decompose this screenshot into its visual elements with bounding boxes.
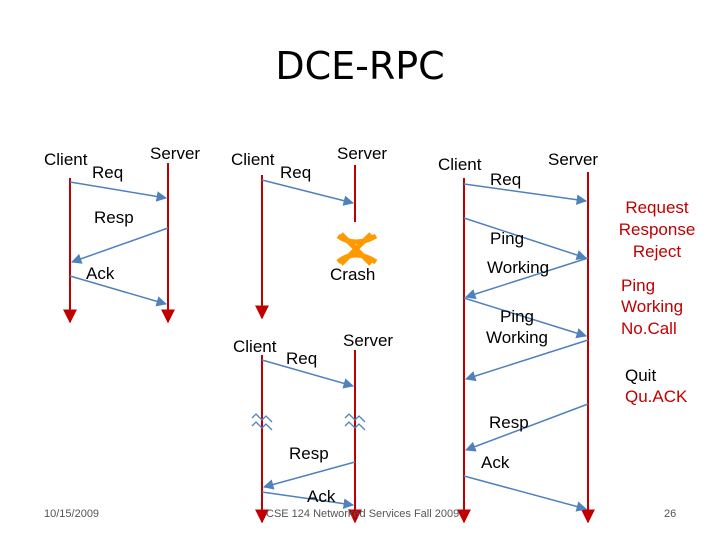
p3-client-label: Client xyxy=(438,155,482,174)
p2b-ack-arrow xyxy=(261,491,355,509)
p3-req-arrow xyxy=(463,183,588,205)
p2b-client-label: Client xyxy=(233,337,277,356)
p2-req-label: Req xyxy=(280,163,312,182)
p1-resp-arrow xyxy=(71,227,169,264)
p3-working1-label: Working xyxy=(487,258,550,277)
p3-ping1-arrow xyxy=(463,217,587,261)
footer-course: CSE 124 Networked Services Fall 2009 xyxy=(266,508,460,520)
time-break-icon xyxy=(251,413,366,431)
p1-req-label: Req xyxy=(92,163,124,182)
p3-ping1-label: Ping xyxy=(490,229,525,248)
footer-date: 10/15/2009 xyxy=(44,508,100,520)
p3-ping2-label: Ping xyxy=(499,307,535,326)
p2b-req-label: Req xyxy=(286,349,318,368)
p3-working1-arrow xyxy=(464,257,589,300)
p1-server-label: Server xyxy=(150,144,201,163)
p3-resp-arrow xyxy=(465,403,589,452)
p3-ack-label: Ack xyxy=(481,453,510,472)
p3-server-label: Server xyxy=(548,150,599,169)
p2b-resp-arrow xyxy=(262,461,356,490)
p1-req-arrow xyxy=(69,181,168,202)
p2-server-label: Server xyxy=(337,144,388,163)
p3-ping2-arrow xyxy=(463,297,588,339)
p3-ack-arrow xyxy=(463,475,588,512)
p1-ack-arrow xyxy=(69,275,168,307)
p1-ack-label: Ack xyxy=(86,264,115,283)
p2-client-label: Client xyxy=(231,150,275,169)
p3-resp-label: Resp xyxy=(489,413,529,432)
p3-req-label: Req xyxy=(490,170,522,189)
p2b-req-arrow xyxy=(261,359,355,389)
p2b-resp-label: Resp xyxy=(289,444,329,463)
p3-working2-arrow xyxy=(464,339,589,382)
p2-req-arrow xyxy=(261,179,355,206)
footer-page-number: 26 xyxy=(664,508,677,520)
p1-client-label: Client xyxy=(44,150,88,169)
p2b-ack-label: Ack xyxy=(307,487,336,506)
crash-label: Crash xyxy=(330,265,376,284)
p1-resp-label: Resp xyxy=(94,208,134,227)
crash-icon xyxy=(336,232,378,266)
p3-working2-label: Working xyxy=(485,328,549,347)
p2b-server-label: Server xyxy=(343,331,394,350)
slide-title: DCE-RPC xyxy=(275,44,445,88)
